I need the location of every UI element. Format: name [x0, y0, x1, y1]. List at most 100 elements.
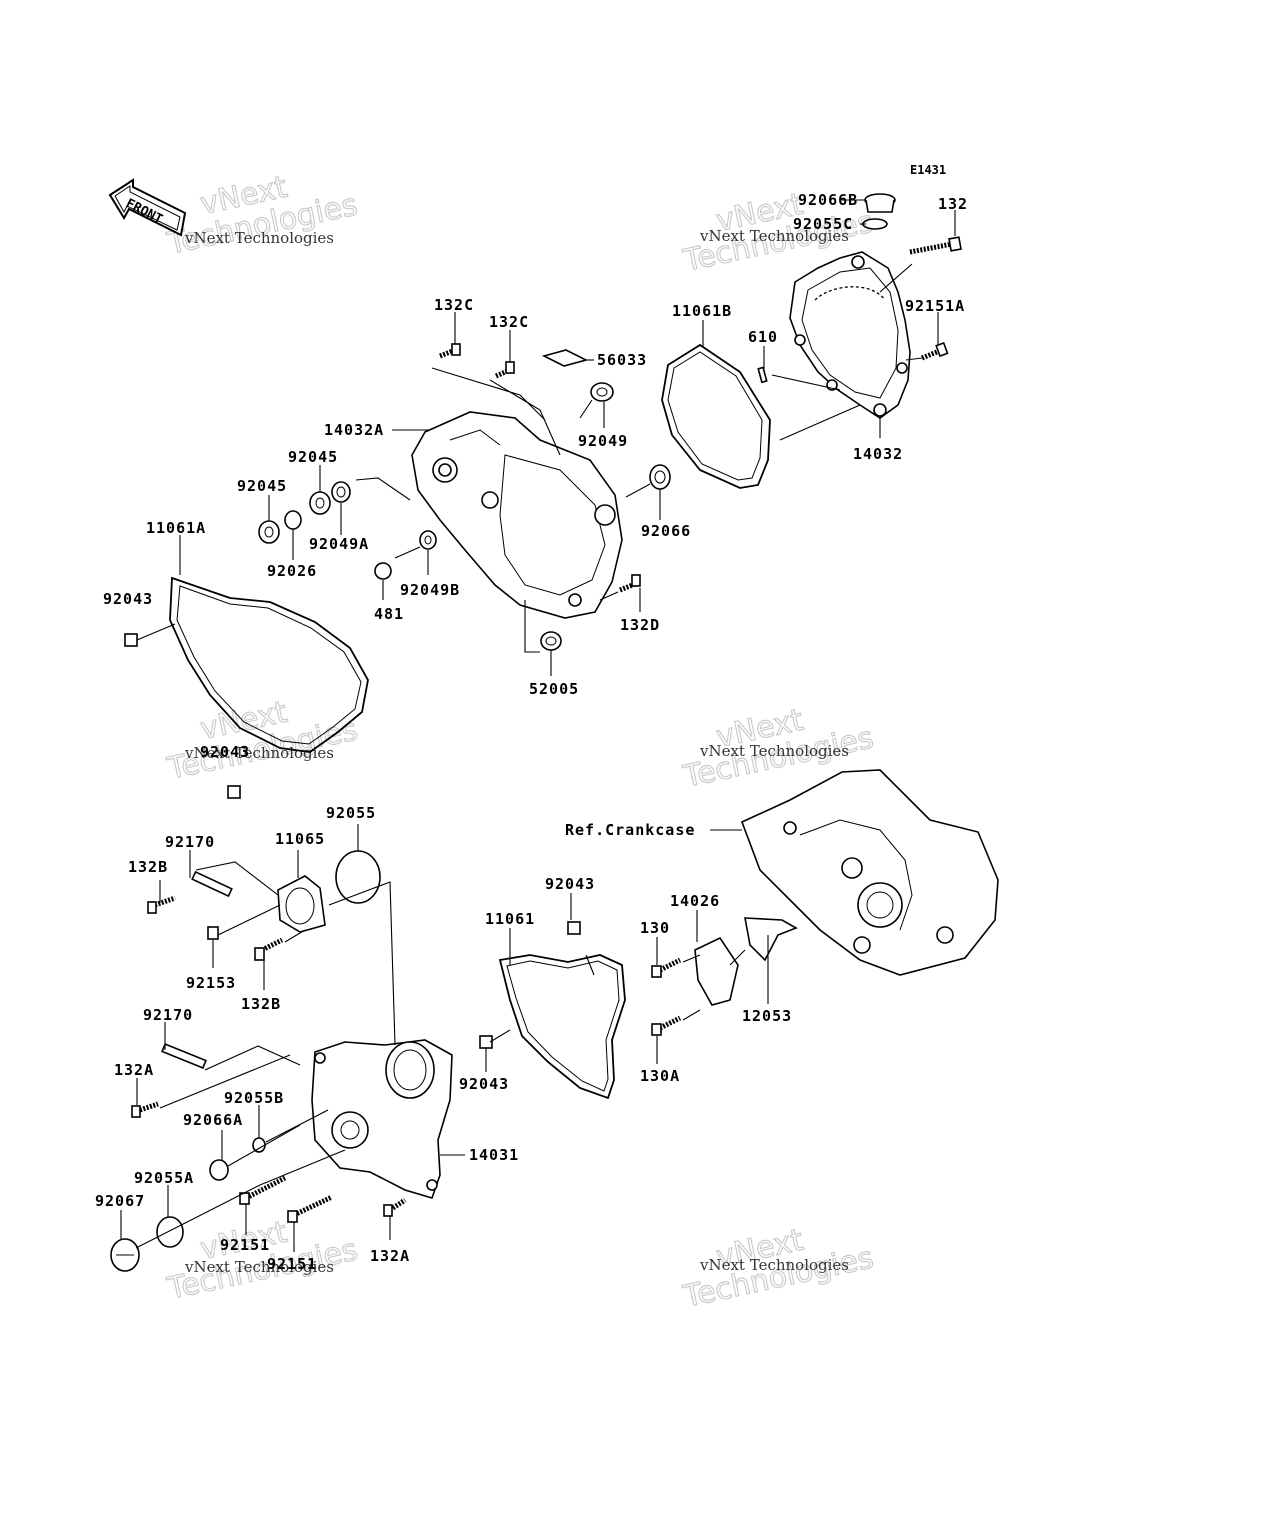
bolt-132 — [909, 236, 962, 255]
part-label: 132B — [128, 858, 168, 876]
cover-14032A — [411, 411, 623, 619]
part-label: 610 — [748, 328, 778, 346]
bolt-92151 — [287, 1194, 334, 1223]
part-labels: 92066B 92055C 132 92151A 14032 11061B 61… — [95, 191, 968, 1273]
leader-lines — [120, 199, 956, 1252]
part-label: 92049B — [400, 581, 460, 599]
oring-92055C — [862, 218, 888, 230]
reference-label: Ref.Crankcase — [565, 821, 695, 839]
label-56033 — [541, 349, 589, 367]
part-label: 92055 — [326, 804, 376, 822]
part-label: 92043 — [545, 875, 595, 893]
pin-610 — [757, 366, 768, 384]
part-label: 14031 — [469, 1146, 519, 1164]
part-label: 92151 — [267, 1255, 317, 1273]
guide-14026 — [694, 936, 739, 1006]
part-label: 92055C — [793, 215, 853, 233]
part-label: 92170 — [165, 833, 215, 851]
bolt-132B — [147, 895, 176, 914]
crankcase-reference — [740, 769, 999, 976]
bolt-130 — [651, 957, 682, 978]
bearing-92045 — [309, 491, 331, 515]
part-label: 130 — [640, 919, 670, 937]
part-label: 132A — [114, 1061, 154, 1079]
bolt-92151A — [921, 341, 949, 361]
part-label: 92043 — [459, 1075, 509, 1093]
dowel-92043 — [227, 785, 241, 799]
part-label: 132D — [620, 616, 660, 634]
part-label: 92151A — [905, 297, 965, 315]
watermark-text: vNext Technologies — [184, 744, 334, 762]
part-label: 92067 — [95, 1192, 145, 1210]
bolt-132B — [254, 937, 284, 961]
seal-92049B — [419, 530, 437, 550]
part-label: 132A — [370, 1247, 410, 1265]
part-label: 14032A — [324, 421, 384, 439]
gasket-11061B — [661, 343, 771, 489]
part-label: 92151 — [220, 1236, 270, 1254]
bolt-132C — [495, 361, 515, 379]
watermark-text: vNext Technologies — [699, 1256, 849, 1274]
bolt-132C — [439, 343, 461, 359]
watermark-text: vNext Technologies — [184, 1258, 334, 1276]
oring-92055 — [335, 850, 381, 904]
part-label: 14026 — [670, 892, 720, 910]
plate-12053 — [744, 917, 798, 962]
part-label: 92049A — [309, 535, 369, 553]
part-label: 12053 — [742, 1007, 792, 1025]
part-label: 92045 — [237, 477, 287, 495]
watermark-text: vNext Technologies — [184, 229, 334, 247]
part-label: 92153 — [186, 974, 236, 992]
part-label: 132B — [241, 995, 281, 1013]
seal-92066 — [649, 464, 671, 490]
pump-cover-11065 — [277, 875, 326, 933]
bolt-132D — [619, 574, 641, 593]
part-label: 56033 — [597, 351, 647, 369]
part-label: 92066B — [798, 191, 858, 209]
part-label: 92066 — [641, 522, 691, 540]
part-label: 132 — [938, 195, 968, 213]
bolt-92153 — [207, 926, 219, 940]
part-label: 92043 — [103, 590, 153, 608]
bolt-132A — [383, 1197, 407, 1217]
gasket-11061B-inner — [667, 351, 763, 481]
part-label: 92026 — [267, 562, 317, 580]
part-label: 92055B — [224, 1089, 284, 1107]
part-label: 11061 — [485, 910, 535, 928]
seal-52005 — [540, 631, 562, 651]
part-label: 92066A — [183, 1111, 243, 1129]
seal-92049 — [590, 382, 614, 402]
diagram-code: E1431 — [910, 163, 946, 177]
part-label: 92049 — [578, 432, 628, 450]
seal-92049A — [331, 481, 351, 503]
plate-92170 — [191, 870, 233, 898]
clutch-cover-14032 — [789, 251, 911, 419]
dowel-92043 — [567, 921, 581, 935]
part-label: 132C — [489, 313, 529, 331]
cover-14031 — [311, 1039, 453, 1199]
plug-92066B — [864, 193, 896, 213]
bolt-92151 — [239, 1175, 287, 1205]
part-label: 11065 — [275, 830, 325, 848]
part-label: 11061A — [146, 519, 206, 537]
watermark-text: vNext Technologies — [699, 742, 849, 760]
dowel-92043 — [124, 633, 138, 647]
plate-92170 — [161, 1043, 207, 1069]
oring-481 — [374, 562, 392, 580]
plug-92066A — [209, 1159, 229, 1181]
oring-92055A — [156, 1216, 184, 1248]
oring-92055B — [252, 1137, 266, 1153]
front-arrow-icon: FRONT — [108, 178, 187, 237]
part-label: 14032 — [853, 445, 903, 463]
gasket-11061 — [498, 954, 626, 1100]
part-label: 11061B — [672, 302, 732, 320]
part-label: 52005 — [529, 680, 579, 698]
cap-92067 — [110, 1238, 140, 1272]
part-label: 481 — [374, 605, 404, 623]
bolt-132A — [131, 1101, 159, 1118]
gasket-11061-inner — [506, 960, 620, 1092]
part-label: 92170 — [143, 1006, 193, 1024]
bolt-130A — [651, 1015, 682, 1036]
part-label: 92043 — [200, 743, 250, 761]
